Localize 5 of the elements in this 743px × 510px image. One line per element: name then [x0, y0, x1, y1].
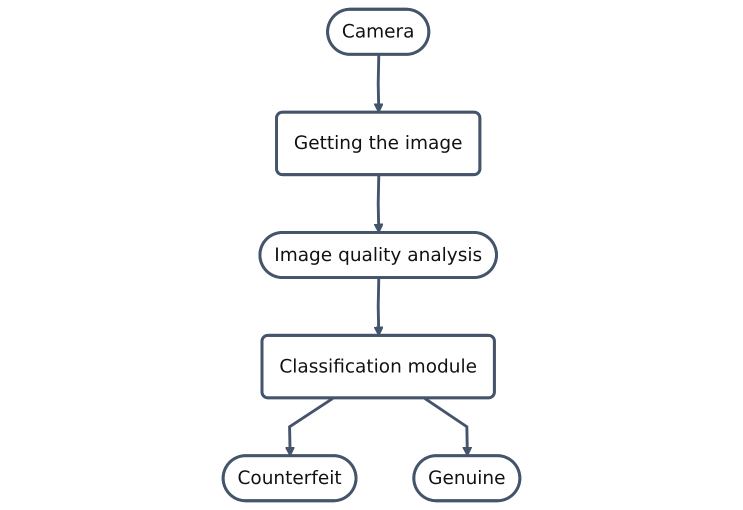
arrow: [374, 54, 384, 114]
arrow: [284, 397, 334, 457]
arrow: [374, 278, 384, 336]
arrow: [424, 397, 472, 457]
arrow: [374, 175, 384, 234]
